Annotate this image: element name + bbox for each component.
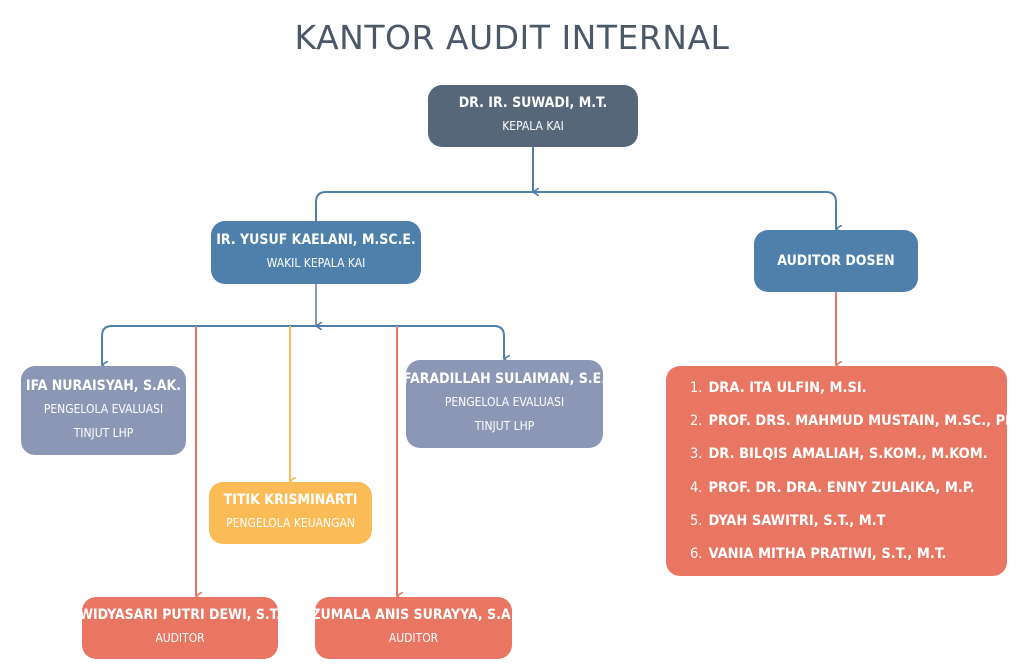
node-role: WAKIL KEPALA KAI — [266, 255, 366, 270]
node-faradillah-sulaiman: FARADILLAH SULAIMAN, S.E. PENGELOLA EVAL… — [402, 360, 607, 448]
node-name: DR. IR. SUWADI, M.T. — [458, 95, 608, 111]
node-name: IR. YUSUF KAELANI, M.SC.E. — [216, 231, 416, 248]
list-number: 6. — [690, 546, 703, 563]
list-item: 4. PROF. DR. DRA. ENNY ZULAIKA, M.P. — [690, 472, 997, 505]
node-name: ZUMALA ANIS SURAYYA, S.A. — [311, 607, 516, 623]
list-name: DYAH SAWITRI, S.T., M.T — [708, 512, 886, 529]
node-name: TITIK KRISMINARTI — [223, 492, 358, 508]
list-name: DR. BILQIS AMALIAH, S.KOM., M.KOM. — [708, 446, 988, 463]
list-number: 3. — [690, 446, 703, 463]
node-auditor-dosen: AUDITOR DOSEN — [754, 230, 918, 292]
connector-second-bus — [101, 325, 504, 365]
node-titik-krisminarti: TITIK KRISMINARTI PENGELOLA KEUANGAN — [209, 482, 372, 544]
node-zumala-anis-surayya: ZUMALA ANIS SURAYYA, S.A. AUDITOR — [311, 597, 516, 659]
node-role: PENGELOLA EVALUASI TINJUT LHP — [444, 395, 565, 433]
list-number: 1. — [690, 380, 703, 396]
node-name: WIDYASARI PUTRI DEWI, S.T. — [79, 607, 281, 623]
node-name: AUDITOR DOSEN — [777, 253, 895, 269]
list-item: 1. DRA. ITA ULFIN, M.SI. — [690, 372, 997, 405]
node-kepala-kai: DR. IR. SUWADI, M.T. KEPALA KAI — [428, 85, 638, 147]
connector-top-bus — [315, 191, 836, 229]
list-name: PROF. DRS. MAHMUD MUSTAIN, M.SC., PH.D. — [708, 413, 1024, 430]
node-ifa-nuraisyah: IFA NURAISYAH, S.AK. PENGELOLA EVALUASI … — [21, 366, 186, 455]
list-item: 5. DYAH SAWITRI, S.T., M.T — [690, 505, 997, 538]
list-name: PROF. DR. DRA. ENNY ZULAIKA, M.P. — [708, 479, 975, 496]
list-name: DRA. ITA ULFIN, M.SI. — [708, 380, 867, 396]
node-widyasari-putri-dewi: WIDYASARI PUTRI DEWI, S.T. AUDITOR — [79, 597, 281, 659]
node-role: PENGELOLA KEUANGAN — [226, 516, 355, 530]
node-name: FARADILLAH SULAIMAN, S.E. — [402, 371, 607, 387]
list-number: 2. — [690, 413, 703, 430]
auditor-dosen-list: 1. DRA. ITA ULFIN, M.SI. 2. PROF. DRS. MAH… — [666, 366, 1024, 576]
list-number: 5. — [690, 512, 703, 529]
node-name: IFA NURAISYAH, S.AK. — [25, 377, 182, 394]
node-wakil-kepala-kai: IR. YUSUF KAELANI, M.SC.E. WAKIL KEPALA … — [211, 221, 421, 284]
node-role: AUDITOR — [388, 631, 439, 645]
list-item: 3. DR. BILQIS AMALIAH, S.KOM., M.KOM. — [690, 438, 997, 471]
list-item: 2. PROF. DRS. MAHMUD MUSTAIN, M.SC., PH.D… — [690, 405, 1024, 438]
node-role: KEPALA KAI — [502, 119, 564, 133]
dosen-list: 1. DRA. ITA ULFIN, M.SI. 2. PROF. DRS. MAH… — [690, 372, 1024, 571]
list-name: VANIA MITHA PRATIWI, S.T., M.T. — [708, 546, 947, 563]
node-role: PENGELOLA EVALUASI TINJUT LHP — [43, 401, 164, 440]
list-number: 4. — [690, 479, 703, 496]
page-title: KANTOR AUDIT INTERNAL — [294, 18, 730, 57]
node-role: AUDITOR — [155, 631, 205, 645]
list-item: 6. VANIA MITHA PRATIWI, S.T., M.T. — [690, 538, 997, 571]
